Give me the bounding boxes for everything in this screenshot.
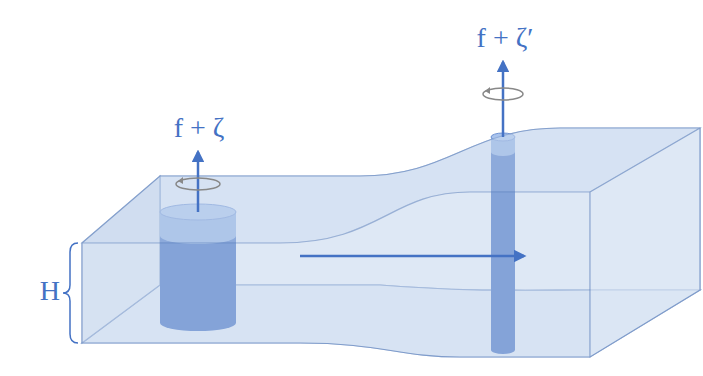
vorticity-label: f + ζ (174, 114, 225, 142)
depth-label: H (40, 277, 60, 305)
vorticity-label: f + ζ′ (477, 24, 534, 52)
